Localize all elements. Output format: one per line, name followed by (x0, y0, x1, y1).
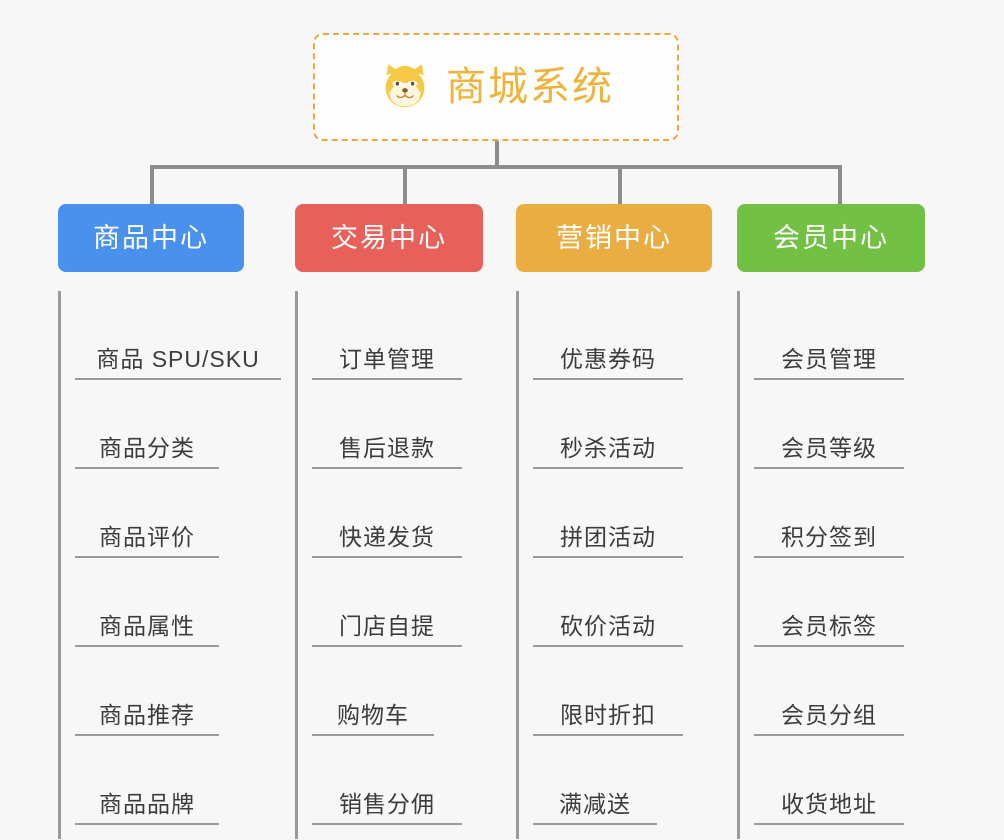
list-item[interactable]: 会员等级 (754, 380, 904, 469)
column-header-trade-center[interactable]: 交易中心 (295, 204, 483, 272)
column-title: 商品中心 (93, 222, 209, 253)
list-item-label: 会员管理 (781, 345, 877, 372)
column-header-member-center[interactable]: 会员中心 (737, 204, 925, 272)
list-item-label: 商品评价 (99, 523, 195, 550)
column-member-center: 会员中心 会员管理 会员等级 积分签到 会员标签 会员分组 收货地址 (737, 204, 957, 839)
list-item-label: 砍价活动 (560, 612, 656, 639)
connector-drop-4 (838, 165, 842, 205)
list-item-label: 销售分佣 (339, 790, 435, 817)
list-item-label: 商品属性 (99, 612, 195, 639)
list-item-label: 秒杀活动 (560, 434, 656, 461)
list-item-label: 门店自提 (339, 612, 435, 639)
list-item[interactable]: 满减送 (533, 736, 657, 825)
list-item-label: 会员等级 (781, 434, 877, 461)
list-item[interactable]: 会员标签 (754, 558, 904, 647)
column-items-product-center: 商品 SPU/SKU 商品分类 商品评价 商品属性 商品推荐 商品品牌 (58, 291, 281, 839)
list-item-label: 会员分组 (781, 701, 877, 728)
list-item[interactable]: 商品 SPU/SKU (75, 291, 281, 380)
list-item-label: 限时折扣 (560, 701, 656, 728)
root-title: 商城系统 (446, 65, 614, 109)
column-items-trade-center: 订单管理 售后退款 快递发货 门店自提 购物车 销售分佣 (295, 291, 515, 839)
column-header-product-center[interactable]: 商品中心 (58, 204, 244, 272)
column-header-marketing-center[interactable]: 营销中心 (516, 204, 712, 272)
list-item[interactable]: 购物车 (312, 647, 434, 736)
list-item[interactable]: 销售分佣 (312, 736, 462, 825)
list-item-label: 商品 SPU/SKU (96, 345, 260, 372)
list-item-label: 商品品牌 (99, 790, 195, 817)
connector-bus (150, 165, 842, 169)
shiba-dog-icon (385, 64, 425, 108)
list-item-label: 购物车 (337, 701, 409, 728)
column-marketing-center: 营销中心 优惠券码 秒杀活动 拼团活动 砍价活动 限时折扣 满减送 (516, 204, 736, 839)
list-item-label: 会员标签 (781, 612, 877, 639)
root-node[interactable]: 商城系统 (313, 33, 679, 141)
connector-drop-2 (403, 165, 407, 205)
list-item[interactable]: 限时折扣 (533, 647, 683, 736)
list-item-label: 商品分类 (99, 434, 195, 461)
list-item-label: 商品推荐 (99, 701, 195, 728)
list-item[interactable]: 秒杀活动 (533, 380, 683, 469)
list-item[interactable]: 商品属性 (75, 558, 219, 647)
list-item[interactable]: 优惠券码 (533, 291, 683, 380)
column-items-member-center: 会员管理 会员等级 积分签到 会员标签 会员分组 收货地址 (737, 291, 957, 839)
list-item[interactable]: 商品评价 (75, 469, 219, 558)
column-items-marketing-center: 优惠券码 秒杀活动 拼团活动 砍价活动 限时折扣 满减送 (516, 291, 736, 839)
list-item[interactable]: 收货地址 (754, 736, 904, 825)
connector-drop-3 (618, 165, 622, 205)
list-item-label: 优惠券码 (560, 345, 656, 372)
list-item-label: 收货地址 (781, 790, 877, 817)
list-item-label: 拼团活动 (560, 523, 656, 550)
list-item[interactable]: 售后退款 (312, 380, 462, 469)
column-product-center: 商品中心 商品 SPU/SKU 商品分类 商品评价 商品属性 商品推荐 商品品牌 (58, 204, 281, 839)
list-item[interactable]: 订单管理 (312, 291, 462, 380)
column-title: 会员中心 (773, 222, 889, 253)
list-item[interactable]: 会员管理 (754, 291, 904, 380)
column-title: 营销中心 (556, 222, 672, 253)
column-trade-center: 交易中心 订单管理 售后退款 快递发货 门店自提 购物车 销售分佣 (295, 204, 515, 839)
list-item[interactable]: 拼团活动 (533, 469, 683, 558)
list-item[interactable]: 快递发货 (312, 469, 462, 558)
column-title: 交易中心 (331, 222, 447, 253)
list-item[interactable]: 商品推荐 (75, 647, 219, 736)
list-item[interactable]: 会员分组 (754, 647, 904, 736)
list-item-label: 积分签到 (781, 523, 877, 550)
list-item[interactable]: 门店自提 (312, 558, 462, 647)
list-item[interactable]: 商品分类 (75, 380, 219, 469)
list-item-label: 订单管理 (339, 345, 435, 372)
connector-trunk (495, 141, 499, 169)
list-item[interactable]: 积分签到 (754, 469, 904, 558)
connector-drop-1 (150, 165, 154, 205)
list-item-label: 快递发货 (339, 523, 435, 550)
list-item-label: 满减送 (559, 790, 631, 817)
category-columns: 商品中心 商品 SPU/SKU 商品分类 商品评价 商品属性 商品推荐 商品品牌… (0, 204, 1004, 840)
list-item-label: 售后退款 (339, 434, 435, 461)
list-item[interactable]: 商品品牌 (75, 736, 219, 825)
list-item[interactable]: 砍价活动 (533, 558, 683, 647)
